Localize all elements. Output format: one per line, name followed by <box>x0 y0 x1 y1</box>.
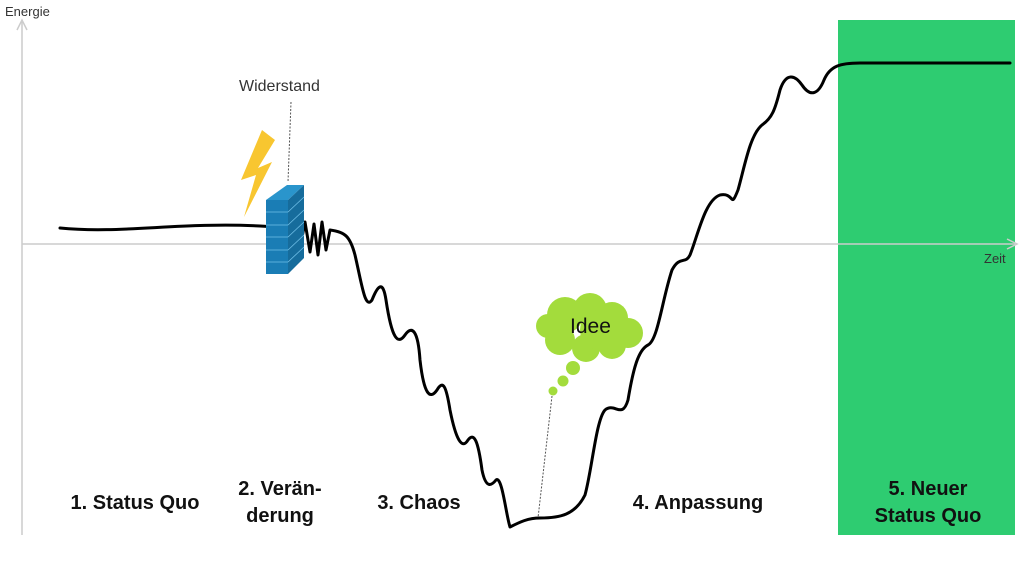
resistance-pointer <box>287 101 292 183</box>
phase-5-line2: Status Quo <box>874 505 982 527</box>
lightning-icon <box>241 130 275 217</box>
phase-3-label: 3. Chaos <box>360 490 478 517</box>
phase-4-label: 4. Anpassung <box>612 490 784 517</box>
phase-2-line2: derung <box>246 505 314 527</box>
phase-2-line1: 2. Verän- <box>238 478 322 500</box>
phase-1-text: 1. Status Quo <box>70 492 200 514</box>
energy-curve <box>58 61 1012 529</box>
phase-2-label: 2. Verän-derung <box>220 476 340 530</box>
thought-cloud-icon <box>536 293 643 396</box>
resistance-label: Widerstand <box>239 78 320 95</box>
phase-1-label: 1. Status Quo <box>50 490 220 517</box>
idea-label: Idee <box>570 315 611 338</box>
brick-wall-icon <box>266 185 305 274</box>
y-axis-arrow-icon <box>16 18 28 31</box>
x-axis-arrow-icon <box>1006 238 1019 250</box>
y-axis-label: Energie <box>5 4 50 19</box>
phase-5-line1: 5. Neuer <box>888 478 968 500</box>
x-axis-label: Zeit <box>984 251 1006 266</box>
phase-4-text: 4. Anpassung <box>632 492 764 514</box>
idea-pointer <box>537 395 553 519</box>
new-status-quo-zone <box>838 20 1015 535</box>
phase-3-text: 3. Chaos <box>377 492 461 514</box>
